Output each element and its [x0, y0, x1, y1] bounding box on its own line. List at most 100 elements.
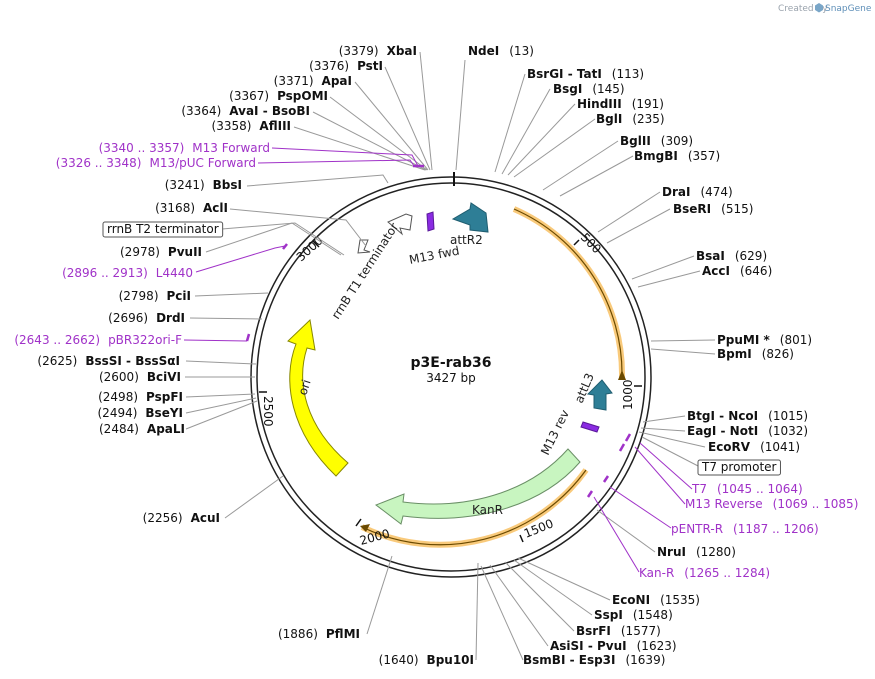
orf-arc-top-line — [513, 208, 623, 378]
site-pos-apai: (3371) — [274, 74, 314, 88]
site-pos-nrui: (1280) — [696, 545, 736, 559]
ori-label: ori — [296, 378, 314, 397]
rrnb-t1-terminator-feature — [387, 213, 413, 236]
plasmid-name: p3E-rab36 — [411, 355, 492, 371]
site-name-bsssi-bsss-i: BssSI - BssSαI — [85, 354, 180, 368]
site-pos-psti: (3376) — [309, 59, 349, 73]
site-pos-bseri: (515) — [721, 202, 753, 216]
site-name-pspfi: PspFI — [146, 390, 183, 404]
site-name-sspi: SspI — [594, 608, 623, 622]
site-pos-bsssi-bsss-i: (2625) — [37, 354, 77, 368]
site-pos-eagi-noti: (1032) — [768, 424, 808, 438]
primer-pos-l4440: (2896 .. 2913) — [62, 266, 148, 280]
site-pos-bmgbi: (357) — [688, 149, 720, 163]
site-pos-bsgi: (145) — [592, 82, 624, 96]
kanr-label: KanR — [472, 503, 503, 517]
site-name-eagi-noti: EagI - NotI — [687, 424, 758, 438]
primer-name-pbr322ori-f: pBR322ori-F — [108, 333, 182, 347]
site-name-drai: DraI — [662, 185, 690, 199]
orf-arc-top — [512, 206, 626, 378]
primer-marks — [245, 164, 632, 498]
feature-label-rrnb-t2-terminator: rrnB T2 terminator — [107, 222, 219, 236]
site-pos-acci: (646) — [740, 264, 772, 278]
attr2-label: attR2 — [450, 233, 483, 247]
site-pos-acui: (2256) — [143, 511, 183, 525]
feature-label-t7-promoter: T7 promoter — [701, 460, 777, 474]
primer-name-m13-forward: M13 Forward — [192, 141, 270, 155]
site-name-bpu10i: Bpu10I — [427, 653, 474, 667]
tick-label-1000: 1000 — [621, 379, 635, 410]
primer-pos-m13-reverse: (1069 .. 1085) — [773, 497, 859, 511]
primer-name-m13-reverse: M13 Reverse — [685, 497, 763, 511]
site-pos-hindiii: (191) — [632, 97, 664, 111]
site-name-ndei: NdeI — [468, 44, 499, 58]
site-name-bseri: BseRI — [673, 202, 711, 216]
site-pos-acli: (3168) — [155, 201, 195, 215]
primer-name-m13-puc-forward: M13/pUC Forward — [149, 156, 256, 170]
orf-arc-bottom-arrowhead — [360, 524, 370, 532]
site-name-pvuii: PvuII — [168, 245, 202, 259]
credit-prefix: Created by — [778, 4, 828, 14]
orf-arc-top-arrowhead — [618, 370, 626, 380]
site-pos-btgi-ncoi: (1015) — [768, 409, 808, 423]
site-pos-pvuii: (2978) — [120, 245, 160, 259]
snapgene-logo-icon — [815, 3, 823, 13]
site-name-asisi-pvui: AsiSI - PvuI — [550, 639, 627, 653]
site-pos-bsrgi-tati: (113) — [612, 67, 644, 81]
primer-name-t7: T7 — [691, 482, 707, 496]
backbone-inner — [256, 182, 646, 572]
site-pos-econi: (1535) — [660, 593, 700, 607]
attl3-label: attL3 — [572, 371, 597, 405]
site-pos-asisi-pvui: (1623) — [637, 639, 677, 653]
site-pos-bsmbi-esp3i: (1639) — [625, 653, 665, 667]
site-name-bsmbi-esp3i: BsmBI - Esp3I — [523, 653, 615, 667]
site-name-bcivi: BciVI — [147, 370, 181, 384]
site-name-bmgbi: BmgBI — [634, 149, 678, 163]
ori-feature — [287, 318, 349, 477]
site-name-apali: ApaLI — [147, 422, 185, 436]
rrnb-t2-terminator-feature — [357, 239, 371, 254]
site-name-bglii: BglII — [620, 134, 651, 148]
site-pos-bseyi: (2494) — [98, 406, 138, 420]
site-name-pspomi: PspOMI — [277, 89, 328, 103]
site-pos-sspi: (1548) — [633, 608, 673, 622]
credit-brand: SnapGene — [825, 4, 872, 14]
primer-pos-m13-forward: (3340 .. 3357) — [99, 141, 185, 155]
site-name-afliii: AflIII — [259, 119, 291, 133]
site-name-bseyi: BseYI — [145, 406, 183, 420]
site-pos-drdi: (2696) — [108, 311, 148, 325]
m13-fwd-label: M13 fwd — [408, 243, 461, 266]
site-name-hindiii: HindIII — [577, 97, 622, 111]
rrnb-t1-terminator-label: rrnB T1 terminator — [329, 220, 402, 321]
site-name-apai: ApaI — [322, 74, 352, 88]
site-name-psti: PstI — [357, 59, 383, 73]
site-name-bsgi: BsgI — [553, 82, 582, 96]
site-pos-bpu10i: (1640) — [379, 653, 419, 667]
site-pos-bsai: (629) — [735, 249, 767, 263]
tick-label-3000: 3000 — [294, 233, 326, 264]
feature-box-t7-promoter — [697, 459, 781, 476]
site-name-pflmi: PflMI — [326, 627, 360, 641]
site-pos-bglii: (309) — [661, 134, 693, 148]
site-pos-pspomi: (3367) — [229, 89, 269, 103]
box-leader-lines — [221, 222, 701, 468]
primer-pos-m13-puc-forward: (3326 .. 3348) — [56, 156, 142, 170]
site-name-acui: AcuI — [191, 511, 220, 525]
site-pos-pcii: (2798) — [119, 289, 159, 303]
primer-name-pentr-r: pENTR-R — [671, 522, 723, 536]
site-name-bbsi: BbsI — [213, 178, 242, 192]
site-name-xbai: XbaI — [387, 44, 417, 58]
site-name-acli: AclI — [203, 201, 228, 215]
primer-leader-lines — [183, 147, 693, 573]
site-name-ecorv: EcoRV — [708, 440, 751, 454]
plasmid-length: 3427 bp — [426, 371, 476, 385]
site-pos-bgli: (235) — [632, 112, 664, 126]
primer-pos-t7: (1045 .. 1064) — [717, 482, 803, 496]
primer-pos-kan-r: (1265 .. 1284) — [684, 566, 770, 580]
site-pos-bbsi: (3241) — [165, 178, 205, 192]
primer-pos-pentr-r: (1187 .. 1206) — [733, 522, 819, 536]
site-pos-bcivi: (2600) — [99, 370, 139, 384]
site-pos-bsrfi: (1577) — [621, 624, 661, 638]
site-name-bgli: BglI — [596, 112, 622, 126]
site-pos-ndei: (13) — [509, 44, 534, 58]
